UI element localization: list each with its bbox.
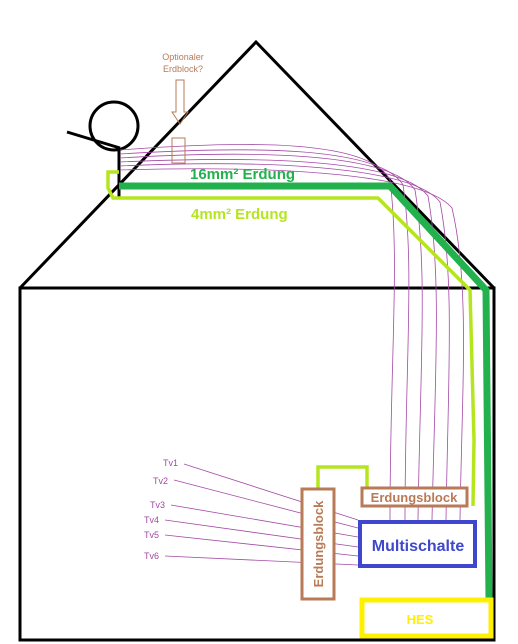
erdungsblock-horizontal-label: Erdungsblock xyxy=(371,490,458,505)
tv4-label: Tv4 xyxy=(144,515,159,525)
coax-cable xyxy=(119,153,423,521)
tv-labels: Tv1 Tv2 Tv3 Tv4 Tv5 Tv6 xyxy=(144,458,178,561)
optional-block-label-2: Erdblock? xyxy=(163,64,203,74)
roof xyxy=(18,39,496,290)
down-arrow-icon xyxy=(171,79,189,125)
erdungsblock-vertical-label: Erdungsblock xyxy=(311,500,326,587)
ground-4-label: 4mm² Erdung xyxy=(191,206,288,223)
hes-label: HES xyxy=(407,612,434,627)
lnb-arm xyxy=(66,130,121,150)
tv6-label: Tv6 xyxy=(144,551,159,561)
tv5-label: Tv5 xyxy=(144,530,159,540)
tv1-label: Tv1 xyxy=(163,458,178,468)
erdungsblock-vertical xyxy=(300,487,336,601)
coax-cable xyxy=(119,159,437,521)
ground-4-cable xyxy=(106,170,476,507)
erdungsblock-horizontal xyxy=(360,486,469,508)
coax-cable xyxy=(119,144,395,521)
antenna-dish xyxy=(66,100,140,198)
optional-block-box xyxy=(171,137,186,164)
optional-block-label-1: Optionaler xyxy=(162,52,204,62)
coax-cables-roof xyxy=(119,144,464,521)
ground-16-label: 16mm² Erdung xyxy=(190,166,295,183)
house-outline xyxy=(18,39,496,642)
coax-cable xyxy=(119,163,450,521)
dish-icon xyxy=(88,100,140,152)
hes-box xyxy=(359,597,494,639)
coax-cable xyxy=(119,168,464,521)
optional-block-callout: Optionaler Erdblock? xyxy=(162,52,204,164)
ground-4-link xyxy=(316,465,369,490)
tv3-label: Tv3 xyxy=(150,500,165,510)
house-body xyxy=(18,286,496,642)
multiswitch-label: Multischalte xyxy=(372,538,465,555)
tv2-label: Tv2 xyxy=(153,476,168,486)
ground-16-cable xyxy=(119,182,493,601)
multiswitch-box xyxy=(358,520,477,568)
